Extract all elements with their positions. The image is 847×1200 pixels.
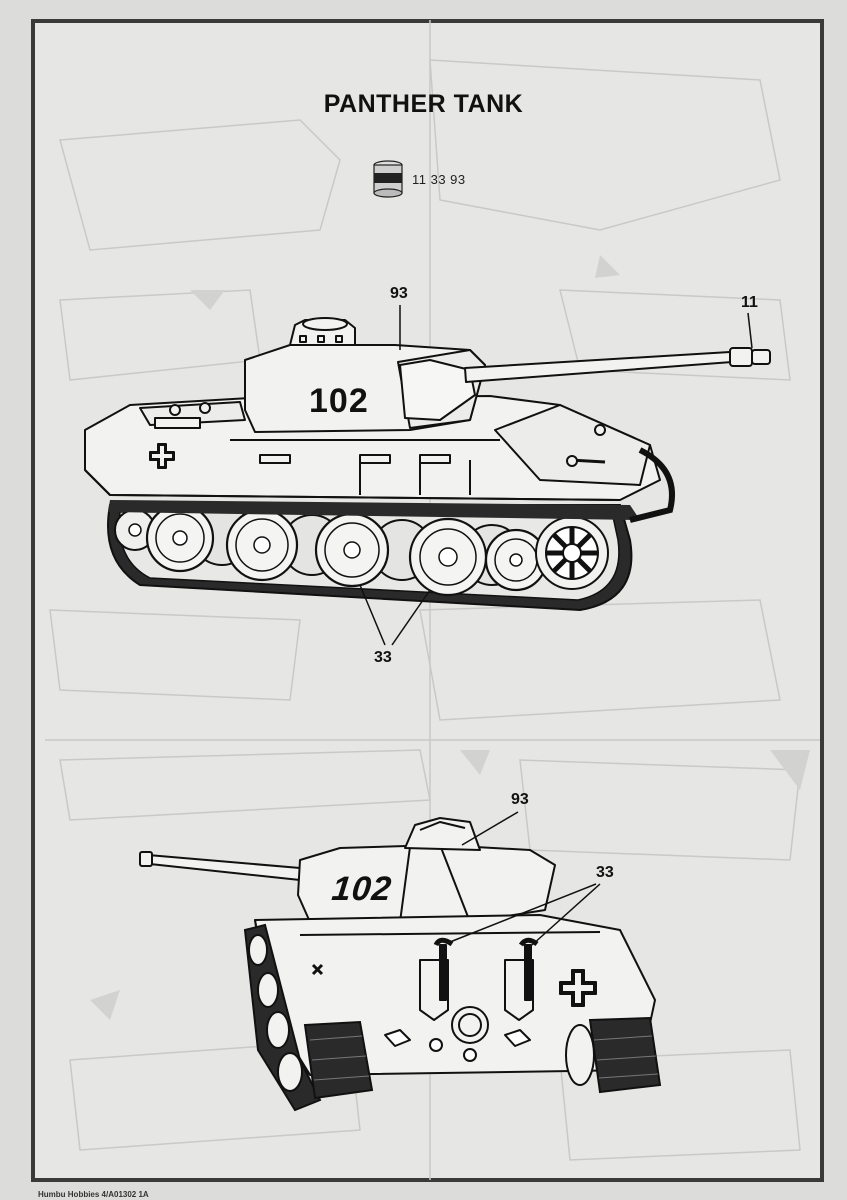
callout-side-muzzle-paint: 11	[741, 294, 758, 311]
exhaust-pipe	[439, 944, 447, 1001]
exhaust-pipe	[524, 944, 532, 1001]
callout-side-turret-paint: 93	[390, 285, 408, 302]
turret	[297, 844, 556, 923]
page-title: PANTHER TANK	[323, 90, 524, 118]
rear-turret-number: 102	[330, 870, 394, 908]
page-footer: Humbu Hobbies 4/A01302 1A	[38, 1190, 149, 1199]
callout-side-wheels-paint: 33	[374, 649, 392, 666]
drive-sprocket	[535, 516, 609, 590]
track	[588, 1016, 662, 1094]
callout-rear-turret-paint: 93	[511, 791, 529, 808]
left-track	[243, 923, 322, 1112]
side-turret-number: 102	[309, 382, 369, 420]
paint-codes: 11 33 93	[412, 172, 466, 187]
gun-barrel	[147, 854, 301, 881]
callout-rear-exhaust-paint: 33	[596, 864, 614, 881]
